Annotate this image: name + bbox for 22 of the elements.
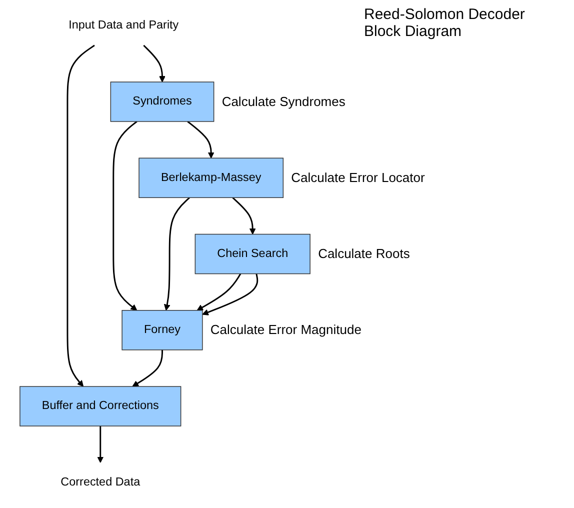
node-box: Forney xyxy=(122,310,203,350)
arrow xyxy=(202,274,258,316)
step-description: Calculate Syndromes xyxy=(222,94,346,109)
step-description: Calculate Roots xyxy=(318,246,410,261)
diagram-title: Reed-Solomon Decoder Block Diagram xyxy=(364,6,526,40)
arrow xyxy=(232,197,256,235)
node-text: Corrected Data xyxy=(60,476,140,488)
node-box: Syndromes xyxy=(110,82,214,122)
arrow xyxy=(132,350,163,387)
arrow xyxy=(196,273,242,311)
node-text: Input Data and Parity xyxy=(68,19,179,32)
arrow xyxy=(97,426,104,463)
node-box: Chein Search xyxy=(194,234,310,274)
arrow xyxy=(66,44,95,387)
step-description: Calculate Error Magnitude xyxy=(210,322,362,338)
arrow xyxy=(143,44,166,82)
node-box: Buffer and Corrections xyxy=(20,386,182,426)
arrow xyxy=(112,120,138,311)
step-description: Calculate Error Locator xyxy=(291,170,425,185)
node-box: Berlekamp-Massey xyxy=(138,158,284,198)
arrow xyxy=(187,120,214,158)
arrow xyxy=(164,197,190,311)
